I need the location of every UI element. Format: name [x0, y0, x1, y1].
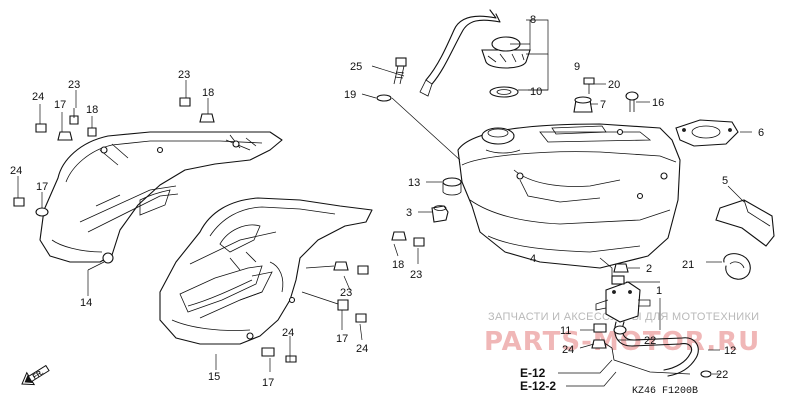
reference-labels: E-12 E-12-2 KZ46 F1200B — [520, 359, 698, 397]
callout-24-top-left: 24 — [32, 91, 44, 103]
screw-20 — [583, 77, 595, 85]
diagram-code: KZ46 F1200B — [632, 386, 698, 397]
callout-4: 4 — [530, 253, 536, 265]
reference-e12: E-12 — [520, 366, 546, 380]
callout-24-bottom: 24 — [282, 327, 294, 339]
callout-18-right: 18 — [392, 259, 404, 271]
callout-20: 20 — [608, 79, 620, 91]
callout-3: 3 — [406, 207, 412, 219]
callout-17-top-left: 17 — [54, 99, 66, 111]
fuel-tank — [457, 123, 681, 280]
fuel-tank-gasket — [675, 119, 739, 147]
callout-18-top: 18 — [202, 87, 214, 99]
collar-3 — [431, 205, 449, 223]
fuel-cap — [481, 36, 531, 98]
callout-14: 14 — [80, 297, 92, 309]
left-shroud — [39, 131, 283, 264]
callout-23-top: 23 — [178, 69, 190, 81]
bolt-25 — [393, 57, 407, 85]
callout-15: 15 — [208, 371, 220, 383]
tank-bracket — [715, 199, 775, 247]
callout-21: 21 — [682, 259, 694, 271]
reference-e12-2-leader — [566, 371, 617, 387]
leader-lines — [17, 19, 752, 375]
vent-valve — [573, 96, 593, 113]
callout-24-mid: 24 — [356, 343, 368, 355]
callout-10: 10 — [530, 86, 542, 98]
front-arrow-label: FR. — [32, 369, 45, 381]
reference-e12-2: E-12-2 — [520, 379, 556, 393]
callout-18-top-left: 18 — [86, 104, 98, 116]
callout-24-valve: 24 — [562, 344, 574, 356]
grommet-13 — [442, 177, 462, 196]
callout-24-left: 24 — [10, 165, 22, 177]
callout-8: 8 — [530, 14, 536, 26]
callout-6: 6 — [758, 127, 764, 139]
callout-16: 16 — [652, 97, 664, 109]
callout-5: 5 — [722, 175, 728, 187]
callout-2: 2 — [646, 263, 652, 275]
callout-19: 19 — [344, 89, 356, 101]
callout-9: 9 — [574, 61, 580, 73]
callout-17-left: 17 — [36, 181, 48, 193]
shroud-fasteners — [13, 97, 712, 378]
callout-1: 1 — [656, 285, 662, 297]
callout-11: 11 — [560, 325, 571, 337]
bolt-2 — [613, 263, 629, 273]
callout-12: 12 — [724, 345, 736, 357]
bolt-16 — [625, 91, 639, 112]
callout-17-mid: 17 — [336, 333, 348, 345]
callout-7: 7 — [600, 99, 606, 111]
front-direction-arrow: FR. — [21, 364, 50, 386]
callout-23-right: 23 — [410, 269, 422, 281]
seal-19 — [376, 94, 392, 102]
callout-22-lower: 22 — [716, 369, 728, 381]
arrow-icon — [24, 374, 34, 383]
callout-23-mid: 23 — [340, 287, 352, 299]
callout-22-upper: 22 — [644, 335, 656, 347]
callout-labels: 8 10 9 20 7 16 6 5 25 19 13 3 4 2 21 1 1… — [10, 14, 764, 389]
callout-17-bottom: 17 — [262, 377, 274, 389]
breather-hose — [419, 9, 501, 97]
callout-25: 25 — [350, 61, 362, 73]
reference-e12-leader — [558, 359, 613, 374]
tube-clip — [723, 253, 751, 280]
callout-13: 13 — [408, 177, 420, 189]
fuel-tube — [599, 321, 699, 377]
right-shroud — [159, 197, 373, 345]
callout-23-top-left: 23 — [68, 79, 80, 91]
